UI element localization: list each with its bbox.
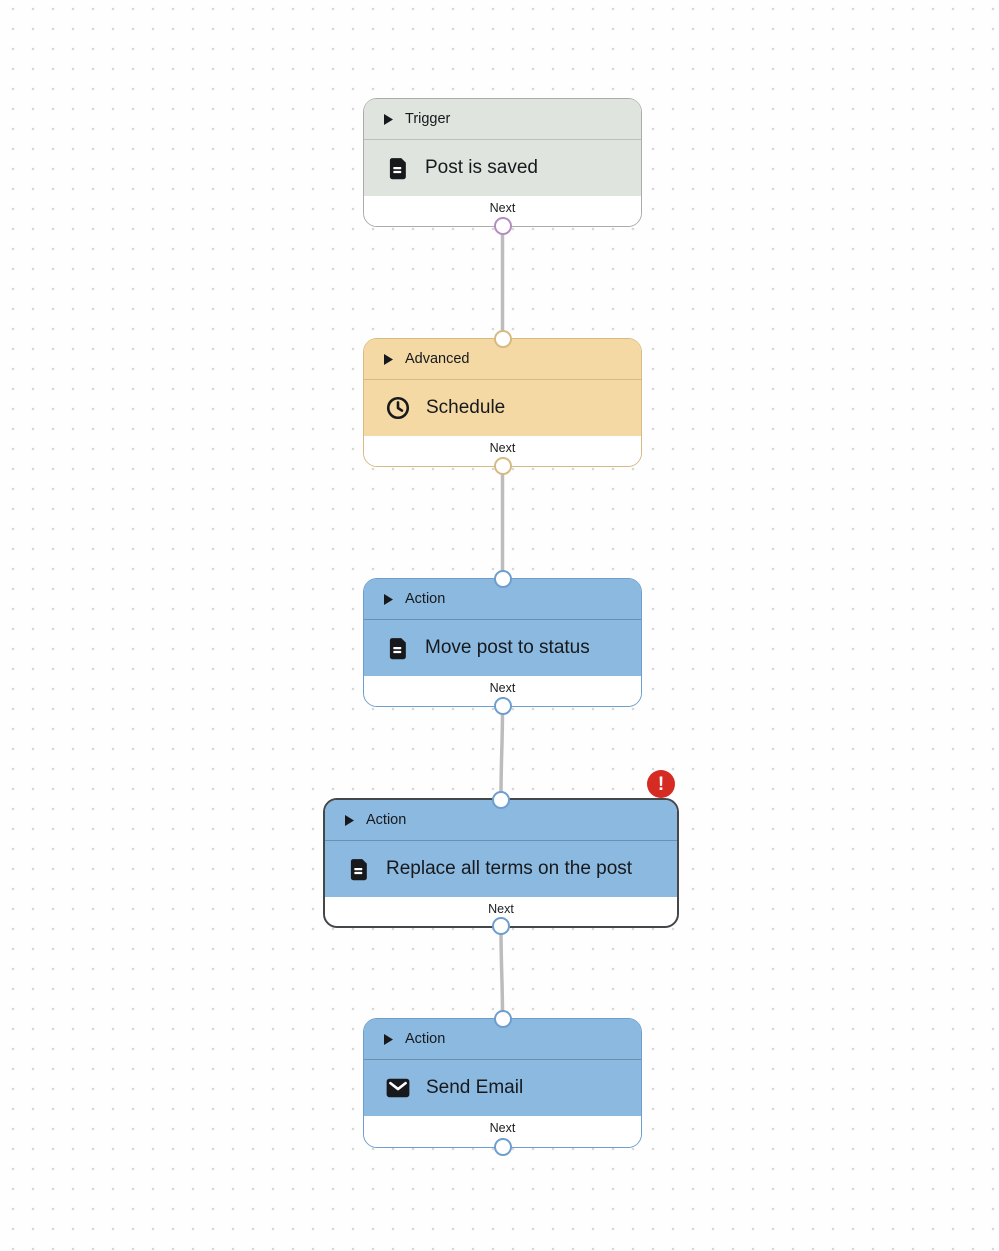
disclosure-triangle-icon[interactable]	[384, 593, 393, 605]
node-body[interactable]: Send Email	[364, 1060, 641, 1116]
document-icon	[346, 857, 371, 882]
node-category-label: Action	[366, 812, 407, 828]
node-action-replace-all-terms[interactable]: Action Replace all terms on the post Nex…	[323, 770, 679, 935]
node-trigger-post-is-saved[interactable]: Trigger Post is saved Next	[363, 98, 642, 235]
clock-icon	[385, 395, 411, 421]
node-category-label: Action	[405, 591, 446, 607]
next-label: Next	[489, 681, 516, 695]
disclosure-triangle-icon[interactable]	[345, 814, 354, 826]
envelope-icon	[385, 1077, 411, 1099]
node-title: Move post to status	[425, 637, 590, 658]
connector-action1-to-action2	[499, 706, 505, 799]
output-port[interactable]	[493, 217, 512, 235]
node-action-send-email[interactable]: Action Send Email Next	[363, 1010, 642, 1156]
document-icon	[385, 156, 410, 181]
output-port[interactable]	[493, 697, 512, 715]
connector-action2-to-action3	[499, 927, 505, 1019]
input-port[interactable]	[492, 791, 510, 809]
node-title: Replace all terms on the post	[386, 858, 633, 879]
disclosure-triangle-icon[interactable]	[384, 1033, 393, 1045]
node-action-move-post-to-status[interactable]: Action Move post to status Next	[363, 570, 642, 715]
node-body[interactable]: Replace all terms on the post	[325, 841, 677, 897]
document-icon	[385, 636, 410, 661]
node-category-label: Trigger	[405, 111, 451, 127]
node-advanced-schedule[interactable]: Advanced Schedule Next	[363, 330, 642, 475]
disclosure-triangle-icon[interactable]	[384, 353, 393, 365]
next-label: Next	[489, 201, 516, 215]
node-category-label: Action	[405, 1031, 446, 1047]
node-category-label: Advanced	[405, 351, 470, 367]
node-title: Send Email	[426, 1077, 524, 1098]
node-title: Schedule	[426, 397, 506, 418]
node-body[interactable]: Post is saved	[364, 140, 641, 196]
output-port[interactable]	[493, 1138, 512, 1156]
input-port[interactable]	[493, 330, 512, 348]
output-port[interactable]	[492, 917, 510, 935]
input-port[interactable]	[493, 1010, 512, 1028]
next-label: Next	[489, 1121, 516, 1135]
next-label: Next	[488, 902, 514, 916]
node-title: Post is saved	[425, 157, 538, 178]
node-body[interactable]: Schedule	[364, 380, 641, 436]
node-header[interactable]: Trigger	[364, 99, 641, 140]
output-port[interactable]	[493, 457, 512, 475]
node-body[interactable]: Move post to status	[364, 620, 641, 676]
next-label: Next	[489, 441, 516, 455]
input-port[interactable]	[493, 570, 512, 588]
disclosure-triangle-icon[interactable]	[384, 113, 393, 125]
error-badge: !	[647, 770, 675, 798]
